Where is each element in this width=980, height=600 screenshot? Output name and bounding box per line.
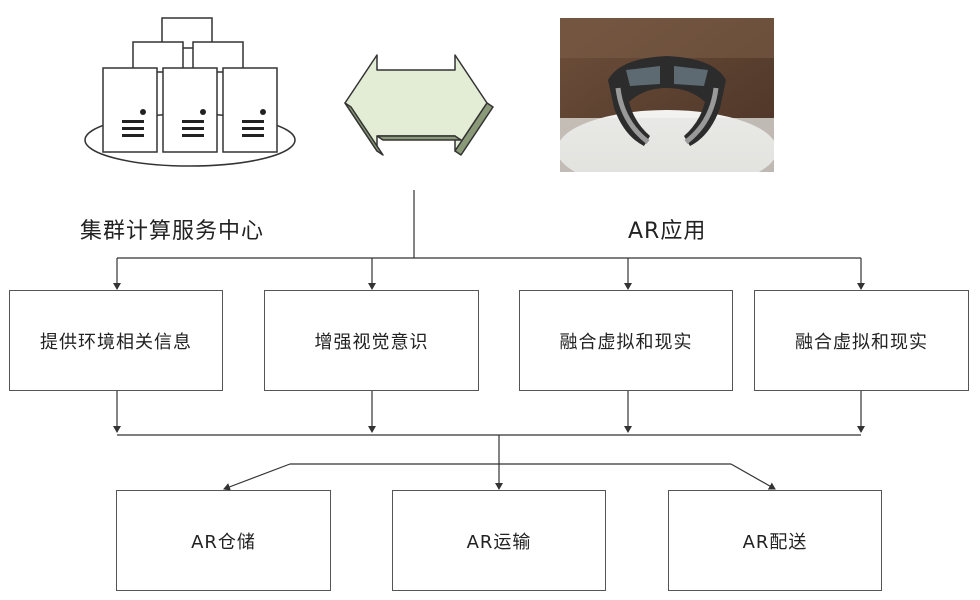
function-box-visual-awareness: 增强视觉意识 <box>264 290 479 391</box>
app-box-warehousing: AR仓储 <box>116 490 331 591</box>
server-cluster-icon <box>84 17 296 167</box>
cluster-center-label: 集群计算服务中心 <box>80 219 265 244</box>
app-box-delivery: AR配送 <box>668 490 882 591</box>
ar-application-label: AR应用 <box>628 219 707 244</box>
ar-glasses-photo <box>560 18 774 172</box>
function-box-fuse-virtual-real-1: 融合虚拟和现实 <box>519 290 733 391</box>
app-box-transport: AR运输 <box>392 490 606 591</box>
double-arrow-icon <box>344 54 494 156</box>
function-box-env-info: 提供环境相关信息 <box>9 290 223 391</box>
function-box-fuse-virtual-real-2: 融合虚拟和现实 <box>754 290 969 391</box>
